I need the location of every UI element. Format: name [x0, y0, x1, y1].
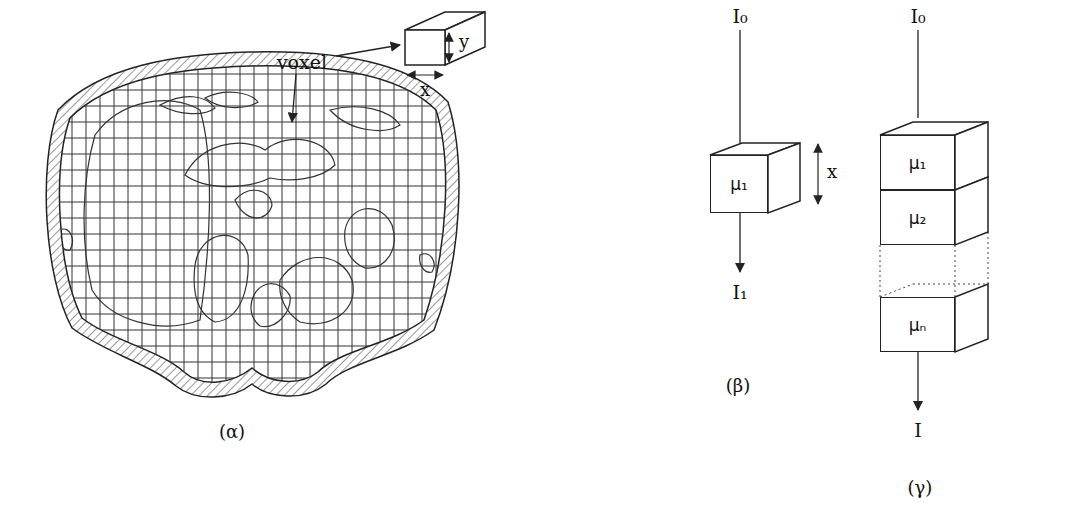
attenuation-coefficient: μ₁ [730, 174, 748, 194]
leader-line [292, 74, 296, 122]
beam-line [739, 30, 740, 150]
cube-voxel: μₙ [880, 297, 955, 352]
beam-line [917, 30, 918, 118]
cube-voxel: μ₂ [880, 190, 955, 245]
dimension-label: x [827, 162, 837, 182]
intensity-label: I₀ [910, 6, 925, 27]
beam-line [917, 352, 918, 410]
panel-label: (γ) [908, 478, 933, 498]
intensity-label: I₀ [732, 6, 747, 27]
cube-faces [710, 122, 988, 352]
callout-label: voxel [277, 52, 327, 73]
voxel-grid [40, 40, 470, 405]
attenuation-coefficient: μ₁ [909, 153, 927, 173]
intensity-label: I₁ [732, 282, 747, 303]
dimension-arrow [407, 74, 443, 75]
attenuation-coefficient: μ₂ [909, 208, 927, 228]
dimension-label: y [459, 32, 469, 52]
dimension-arrow [817, 144, 818, 204]
body-outline [46, 52, 459, 397]
panel-label: (α) [219, 422, 245, 442]
dimension-arrow [448, 33, 449, 62]
dimension-label: x [420, 80, 430, 100]
organs [59, 92, 434, 326]
intensity-label: I [914, 420, 922, 441]
beam-line [739, 213, 740, 272]
cube-voxel: μ₁ [880, 135, 955, 190]
cube-voxel: μ₁ [710, 155, 768, 213]
voxel-box [405, 12, 485, 65]
panel-label: (β) [726, 376, 750, 396]
leader-line [336, 45, 400, 56]
attenuation-coefficient: μₙ [909, 315, 927, 335]
